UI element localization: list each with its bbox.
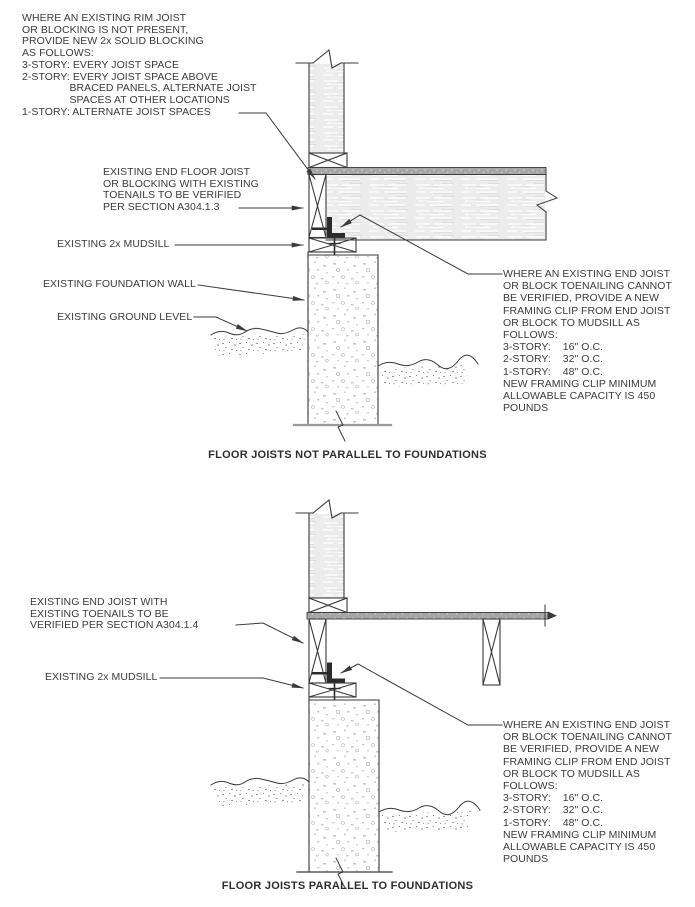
- bottom-ground-right: [378, 800, 481, 832]
- top-blocking-note: WHERE AN EXISTING RIM JOIST OR BLOCKING …: [22, 12, 257, 118]
- bottom-end-joist-note: EXISTING END JOIST WITH EXISTING TOENAIL…: [30, 596, 199, 632]
- toenail-mark: [312, 227, 327, 230]
- top-ground-label: EXISTING GROUND LEVEL: [57, 311, 193, 323]
- top-foundation-wall: [292, 251, 393, 442]
- top-diagram-title: FLOOR JOISTS NOT PARALLEL TO FOUNDATIONS: [208, 449, 487, 461]
- bottom-mudsill-label: EXISTING 2x MUDSILL: [45, 671, 158, 683]
- leader-blocking: [238, 112, 316, 180]
- top-leaders: [174, 112, 503, 332]
- leader-clip: [340, 214, 503, 275]
- bottom-clip-note: WHERE AN EXISTING END JOIST OR BLOCK TOE…: [503, 719, 672, 866]
- leader-clip: [340, 663, 503, 726]
- break-symbol: [312, 498, 342, 519]
- top-clip-note: WHERE AN EXISTING END JOIST OR BLOCK TOE…: [503, 268, 672, 415]
- top-subfloor: [307, 167, 547, 175]
- break-symbol: [535, 190, 559, 213]
- top-end-joist-note: EXISTING END FLOOR JOIST OR BLOCKING WIT…: [103, 166, 259, 214]
- leader-mudsill: [159, 677, 304, 689]
- top-ground-right: [377, 354, 479, 387]
- bottom-mudsill-box: [308, 682, 357, 698]
- bottom-wall-stud: [295, 498, 359, 599]
- bottom-foundation-wall: [296, 696, 393, 889]
- top-foundation-label: EXISTING FOUNDATION WALL: [43, 278, 196, 290]
- bottom-subfloor: [306, 604, 557, 627]
- bottom-framing-clip: [312, 662, 345, 683]
- top-framing-clip: [312, 217, 345, 238]
- top-mudsill-label: EXISTING 2x MUDSILL: [57, 238, 170, 250]
- top-mudsill-box: [308, 237, 357, 253]
- top-ground-left: [210, 327, 309, 356]
- bottom-diagram-title: FLOOR JOISTS PARALLEL TO FOUNDATIONS: [221, 880, 474, 892]
- leader-foundation: [197, 284, 305, 301]
- leader-end-joist: [235, 622, 304, 644]
- bottom-leaders: [159, 622, 503, 726]
- break-symbol: [312, 48, 342, 69]
- toenail-mark: [312, 672, 327, 675]
- bottom-ground-left: [210, 777, 310, 806]
- leader-ground: [193, 316, 248, 332]
- top-rim-blocking-box: [308, 152, 348, 169]
- top-floor-joist: [325, 173, 559, 241]
- top-diagram: [174, 48, 559, 442]
- bottom-parallel-joist-box: [482, 618, 501, 686]
- break-symbol: [335, 857, 346, 889]
- bottom-rim-blocking-box: [308, 597, 348, 614]
- bottom-diagram: [159, 498, 557, 889]
- break-symbol: [335, 410, 346, 442]
- top-wall-stud: [295, 48, 359, 154]
